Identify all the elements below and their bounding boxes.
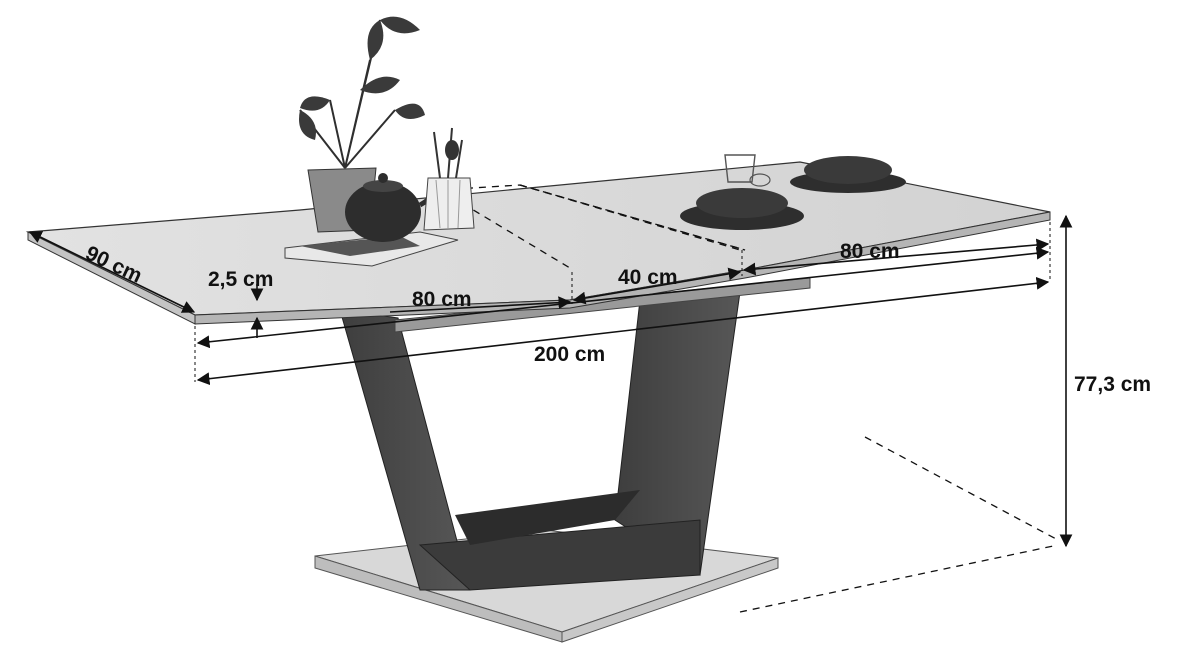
total-length-line-lower xyxy=(196,276,1050,386)
thickness-label: 2,5 cm xyxy=(208,268,273,291)
floor-guides xyxy=(739,436,1059,613)
right-leaf-label: 80 cm xyxy=(840,240,900,263)
width-dimension-line xyxy=(28,231,196,313)
total-length-label: 200 cm xyxy=(534,343,605,366)
plate-right xyxy=(790,156,906,193)
wine-glass xyxy=(724,154,771,187)
extension-label: 40 cm xyxy=(618,266,678,289)
height-label: 77,3 cm xyxy=(1074,373,1151,396)
plate-left xyxy=(680,188,804,230)
pedestal-frame xyxy=(339,291,741,591)
dimension-lines xyxy=(28,214,1073,548)
vase xyxy=(423,127,475,231)
left-leaf-label: 80 cm xyxy=(412,288,472,311)
